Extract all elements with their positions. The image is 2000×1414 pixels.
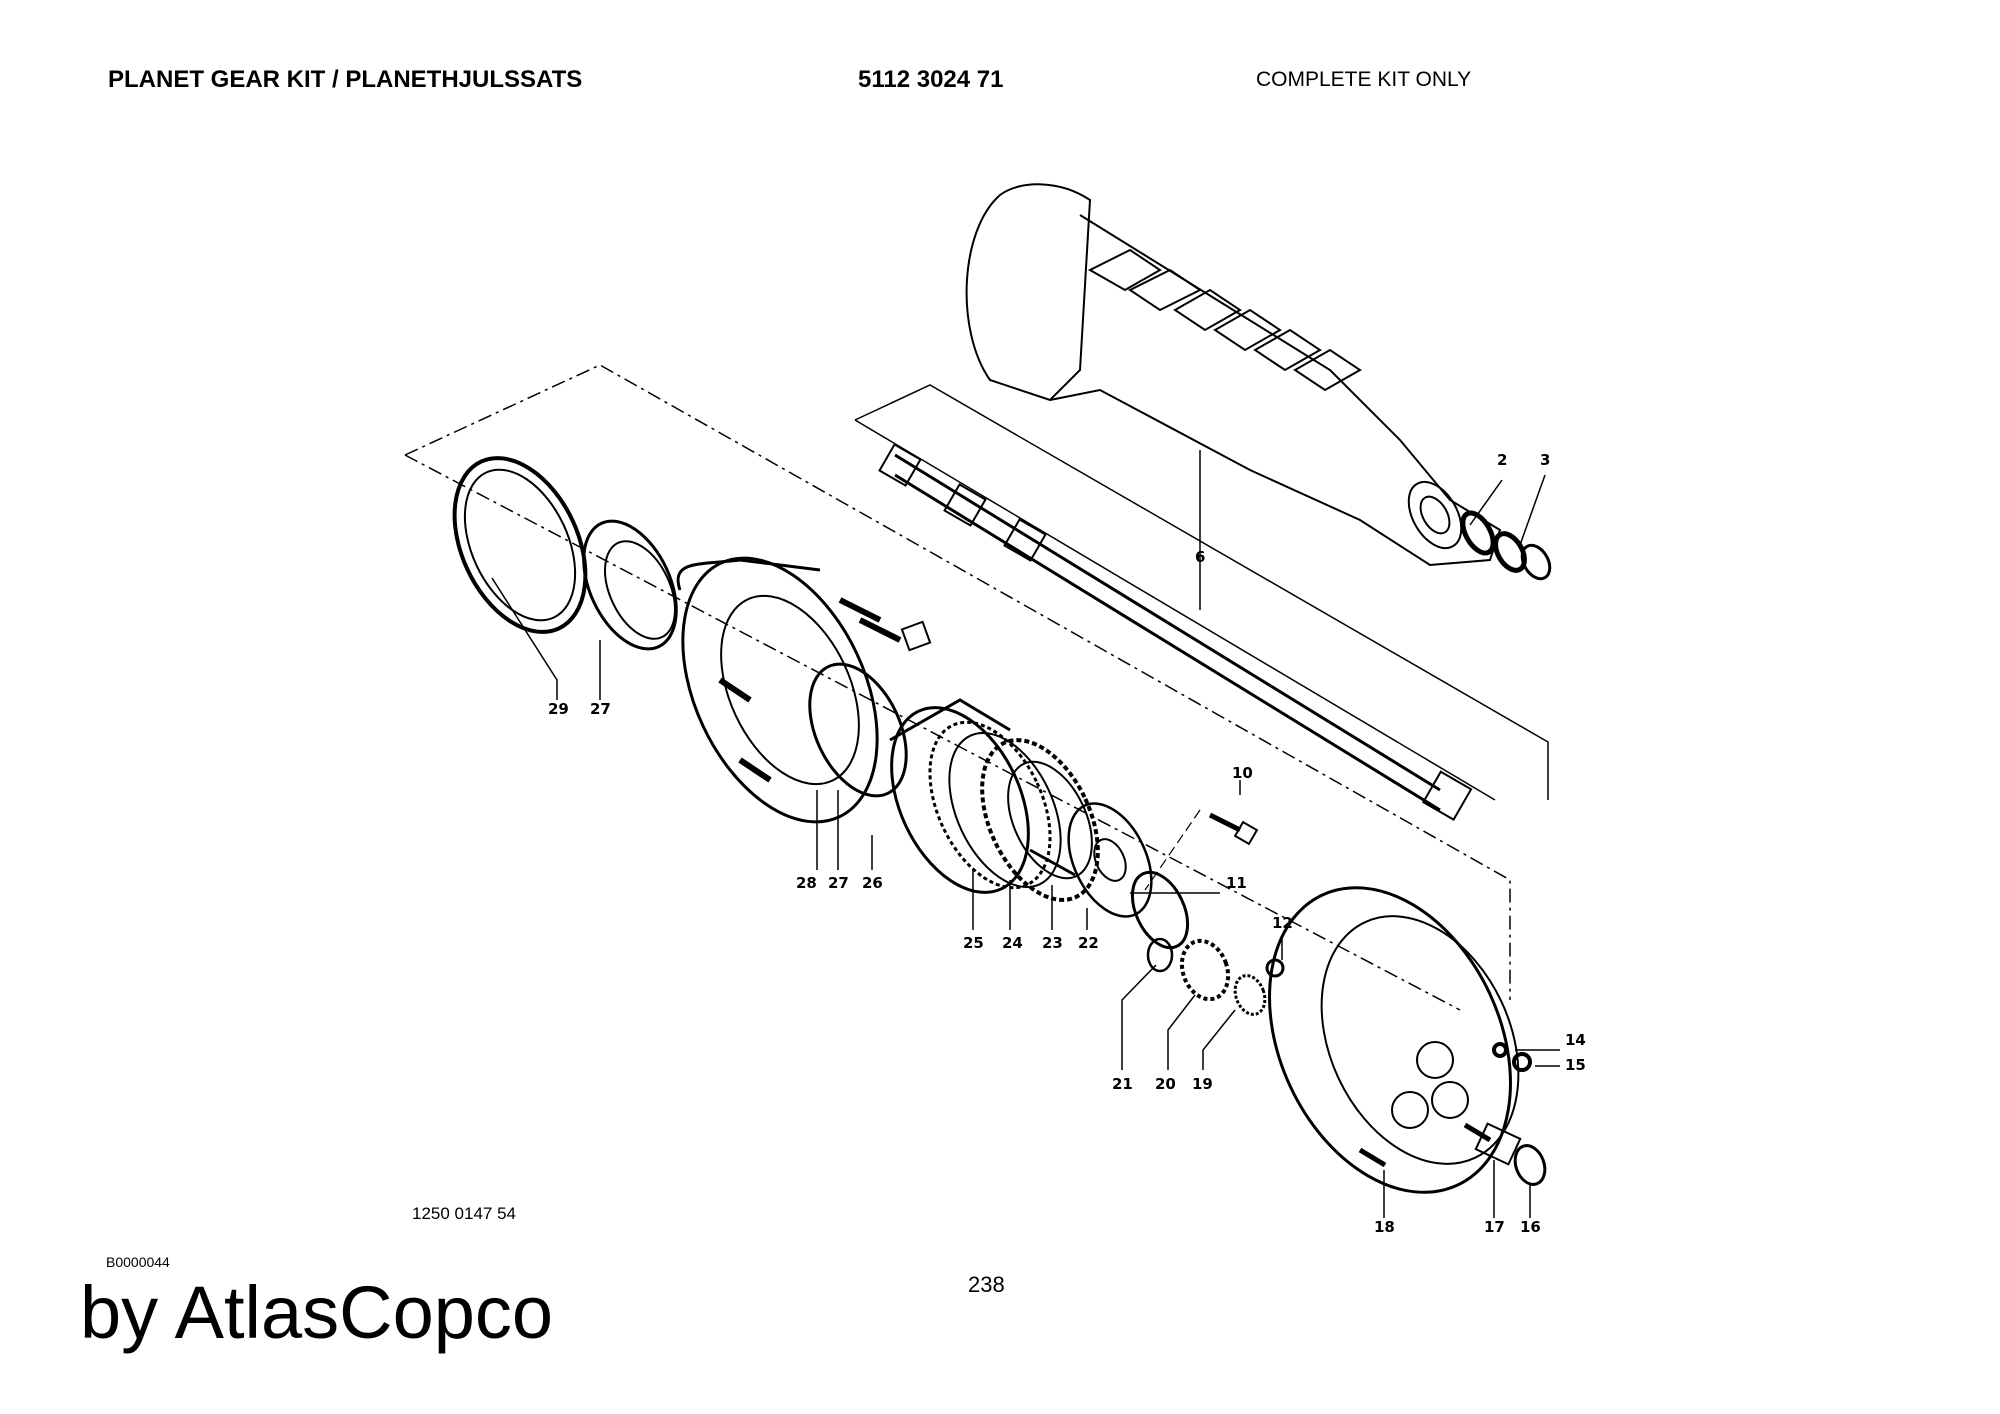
brand-footer: by AtlasCopco <box>80 1271 554 1354</box>
callout-2: 2 <box>1497 451 1507 469</box>
bearing-part-27-outer <box>582 519 678 651</box>
callout-10: 10 <box>1232 764 1253 782</box>
plug-part-15 <box>1512 1052 1532 1072</box>
washer-part-14 <box>1492 1042 1508 1058</box>
wheel-hub <box>676 556 932 824</box>
sheet-code: B0000044 <box>106 1254 170 1270</box>
callout-6: 6 <box>1195 548 1205 566</box>
callout-24: 24 <box>1002 934 1023 952</box>
pin-part-23 <box>1029 848 1076 877</box>
planet-carrier-gear-part-24 <box>980 738 1100 902</box>
callout-25: 25 <box>963 934 984 952</box>
washer-part-21 <box>1146 937 1174 973</box>
callout-18: 18 <box>1374 1218 1395 1236</box>
callout-29: 29 <box>548 700 569 718</box>
circlip-part-11 <box>1130 870 1190 950</box>
screw-part-18 <box>1358 1147 1387 1168</box>
needle-bearing-part-19 <box>1233 974 1267 1016</box>
callout-12: 12 <box>1272 914 1293 932</box>
callout-3: 3 <box>1540 451 1550 469</box>
circlip-part-25 <box>948 731 1062 889</box>
callout-14: 14 <box>1565 1031 1586 1049</box>
seal-part-29 <box>452 456 588 634</box>
bearing-part-3 <box>1493 531 1552 581</box>
planet-shaft-part-17 <box>1463 1122 1522 1166</box>
drawing-number: 1250 0147 54 <box>412 1204 516 1223</box>
callout-20: 20 <box>1155 1075 1176 1093</box>
planet-carrier-housing <box>1268 886 1520 1194</box>
callout-28: 28 <box>796 874 817 892</box>
washer-part-12 <box>1265 958 1285 978</box>
callout-15: 15 <box>1565 1056 1586 1074</box>
callout-27-outer: 27 <box>590 700 611 718</box>
callout-19: 19 <box>1192 1075 1213 1093</box>
bearing-part-2 <box>1460 510 1496 556</box>
kit-note: COMPLETE KIT ONLY <box>1256 68 1472 91</box>
part-number: 5112 3024 71 <box>858 66 1004 93</box>
callout-21: 21 <box>1112 1075 1133 1093</box>
o-ring-part-16 <box>1513 1144 1547 1186</box>
planet-gear-part-20 <box>1179 938 1231 1002</box>
callout-26: 26 <box>862 874 883 892</box>
page-title: PLANET GEAR KIT / PLANETHJULSSATS <box>108 66 583 93</box>
bolt-part-10 <box>1144 809 1259 891</box>
thrust-plate-part-22 <box>1067 802 1153 918</box>
callout-11: 11 <box>1226 874 1247 892</box>
drive-shaft-part-6 <box>878 443 1473 821</box>
ring-gear-part-26 <box>889 698 1052 894</box>
page-number: 238 <box>968 1272 1005 1297</box>
callout-22: 22 <box>1078 934 1099 952</box>
callout-16: 16 <box>1520 1218 1541 1236</box>
callout-27-inner: 27 <box>828 874 849 892</box>
axle-housing <box>965 183 1502 567</box>
callout-23: 23 <box>1042 934 1063 952</box>
callout-17: 17 <box>1484 1218 1505 1236</box>
